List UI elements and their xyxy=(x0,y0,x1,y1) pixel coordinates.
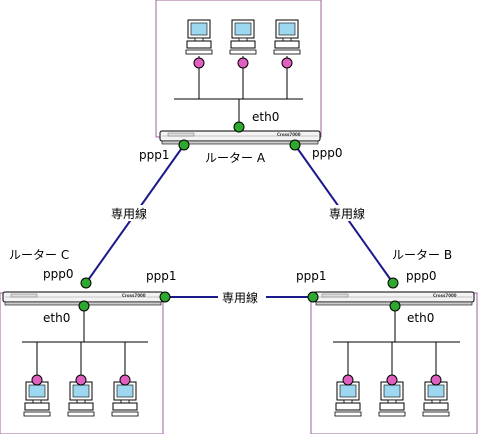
network-port-icon xyxy=(178,139,190,151)
router-a-ppp-left-label: ppp1 xyxy=(139,148,170,162)
computer-icon xyxy=(185,19,213,55)
computer-icon xyxy=(23,381,51,417)
network-port-icon xyxy=(119,374,131,386)
network-port-icon xyxy=(389,300,401,312)
router-c-brand: Cross7000 xyxy=(122,293,146,298)
router-b-name: ルーター B xyxy=(392,248,452,262)
router-a-brand: Cross7000 xyxy=(277,132,301,137)
router-a-eth-label: eth0 xyxy=(252,110,279,124)
computer-icon xyxy=(273,19,301,55)
site-c-lan xyxy=(22,306,148,417)
router-a-name: ルーター A xyxy=(205,151,266,165)
computer-icon xyxy=(67,381,95,417)
leased-line-a-c-label: 専用線 xyxy=(111,206,147,221)
leased-line-a-b-label: 専用線 xyxy=(329,206,365,221)
router-b-eth-label: eth0 xyxy=(407,311,434,325)
site-b-lan xyxy=(333,306,460,417)
router-c-name: ルーター C xyxy=(9,248,69,262)
network-port-icon xyxy=(430,374,442,386)
router-a-ppp-right-label: ppp0 xyxy=(312,146,343,160)
network-port-icon xyxy=(342,374,354,386)
computer-icon xyxy=(229,19,257,55)
router-c: Cross7000 xyxy=(2,291,164,306)
network-port-icon xyxy=(289,139,301,151)
site-a-lan xyxy=(174,19,303,127)
router-b: Cross7000 xyxy=(313,291,475,306)
router-b-ppp-left-label: ppp1 xyxy=(296,269,327,283)
network-port-icon xyxy=(307,291,319,303)
network-port-icon xyxy=(159,291,171,303)
computer-icon xyxy=(422,381,450,417)
network-port-icon xyxy=(31,374,43,386)
computer-icon xyxy=(378,381,406,417)
network-port-icon xyxy=(78,300,90,312)
router-c-ppp-left-label: ppp0 xyxy=(43,267,74,281)
network-port-icon xyxy=(281,57,293,69)
router-a: Cross7000 xyxy=(159,130,321,145)
leased-line-c-b-label: 専用線 xyxy=(222,290,258,305)
network-port-icon xyxy=(233,121,245,133)
computer-icon xyxy=(334,381,362,417)
network-port-icon xyxy=(237,57,249,69)
router-c-eth-label: eth0 xyxy=(43,311,70,325)
network-port-icon xyxy=(193,57,205,69)
router-b-ppp-right-label: ppp0 xyxy=(406,269,437,283)
network-port-icon xyxy=(80,277,92,289)
network-port-icon xyxy=(387,277,399,289)
computer-icon xyxy=(111,381,139,417)
network-port-icon xyxy=(386,374,398,386)
router-c-ppp-right-label: ppp1 xyxy=(146,269,177,283)
router-b-brand: Cross7000 xyxy=(433,293,457,298)
network-port-icon xyxy=(75,374,87,386)
